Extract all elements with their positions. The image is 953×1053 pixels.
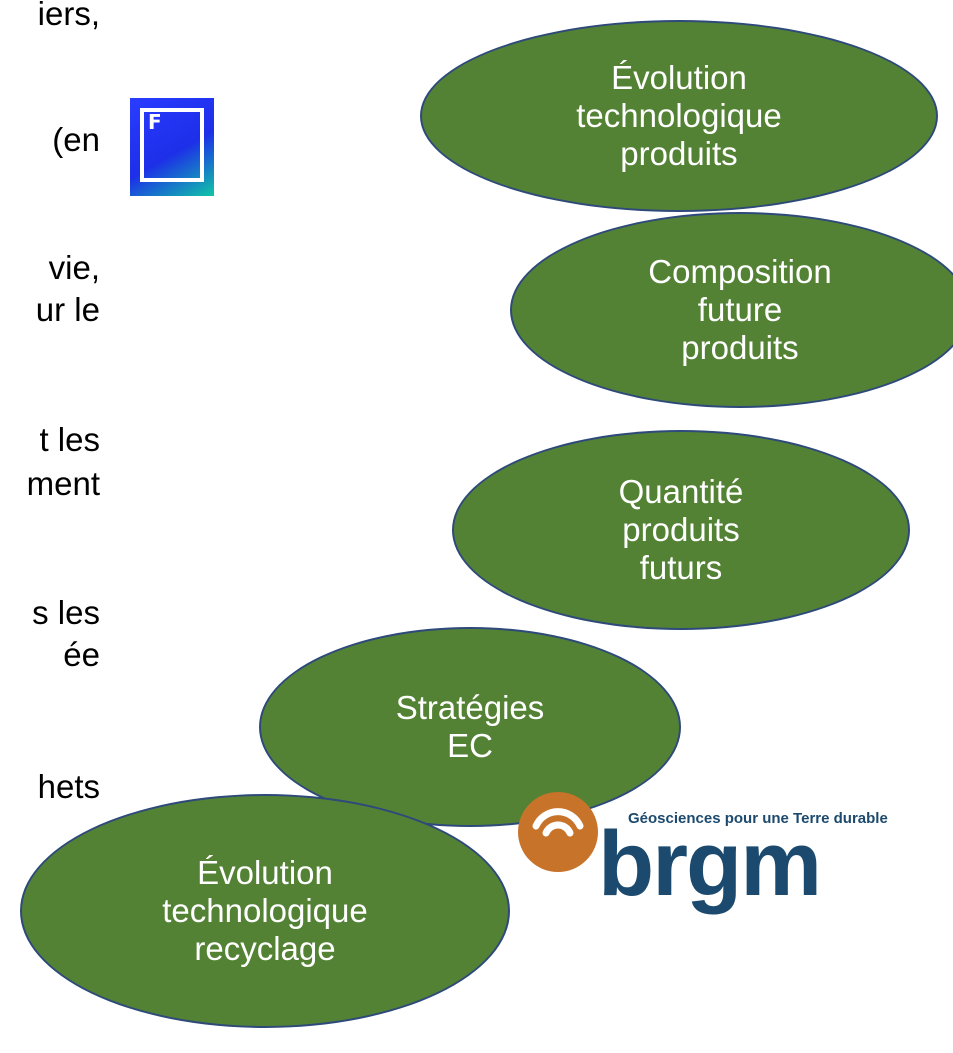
text-line-3: vie, [48,249,100,286]
left-text-column: iers, (en vie, ur le t les ment s les ée… [0,0,100,1053]
icon-letter: F [148,110,162,134]
text-line-8: ée [63,636,100,673]
ellipse-strategies-ec: Stratégies EC [259,627,681,827]
ellipse-label: Quantité produits futurs [618,473,744,586]
ellipse-evolution-technologique-produits: Évolution technologique produits [420,20,938,212]
logo-tagline: Géosciences pour une Terre durable [628,810,888,827]
logo-wordmark: brgm [598,813,822,915]
icon-frame [140,108,204,182]
text-line-1: iers, [37,0,100,32]
text-line-5: t les [39,421,100,458]
ellipse-evolution-technologique-recyclage: Évolution technologique recyclage [20,794,510,1028]
ellipse-composition-future-produits: Composition future produits [510,212,953,408]
ellipse-label: Évolution technologique recyclage [162,854,368,967]
brgm-emblem-icon [518,792,598,872]
text-line-9: hets [37,768,100,805]
text-line-2: (en [52,121,100,158]
brgm-logo: Géosciences pour une Terre durable brgm [516,786,888,915]
ellipse-label: Composition future produits [648,253,832,366]
text-line-6: ment [26,465,100,502]
ellipse-label: Évolution technologique produits [576,59,782,172]
ellipse-quantite-produits-futurs: Quantité produits futurs [452,430,910,630]
ellipse-label: Stratégies EC [395,689,545,764]
text-line-7: s les [32,594,100,631]
f-app-icon: F [130,98,214,196]
text-line-4: ur le [35,291,100,328]
